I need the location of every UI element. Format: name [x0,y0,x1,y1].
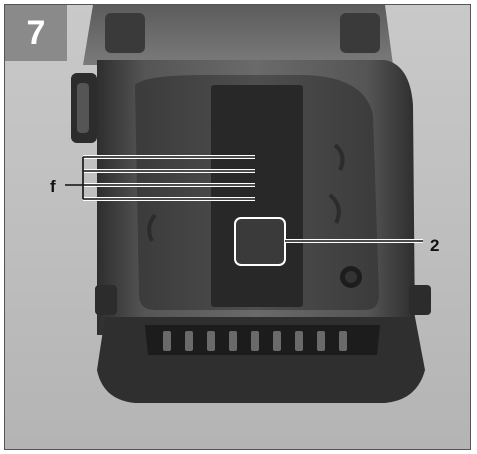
rib [328,193,341,224]
figure-frame: 7 [4,4,471,450]
top-right-grip [340,13,380,53]
callout-f-label: f [50,177,56,196]
charge-indicator-button [234,217,286,266]
callout-2-label: 2 [430,236,440,255]
rib [333,143,345,171]
left-latch [95,285,117,315]
battery-pack-photo [5,5,470,449]
label-plate [211,85,303,307]
callout-f-leader [65,155,255,201]
left-clip-inner [77,83,89,133]
top-left-grip [105,13,145,53]
tool-top [83,5,393,65]
rib [147,213,157,242]
screw-hole-inner [345,271,357,283]
vent-slots [163,331,347,351]
right-latch [409,285,431,315]
figure-number-badge: 7 [5,5,67,61]
